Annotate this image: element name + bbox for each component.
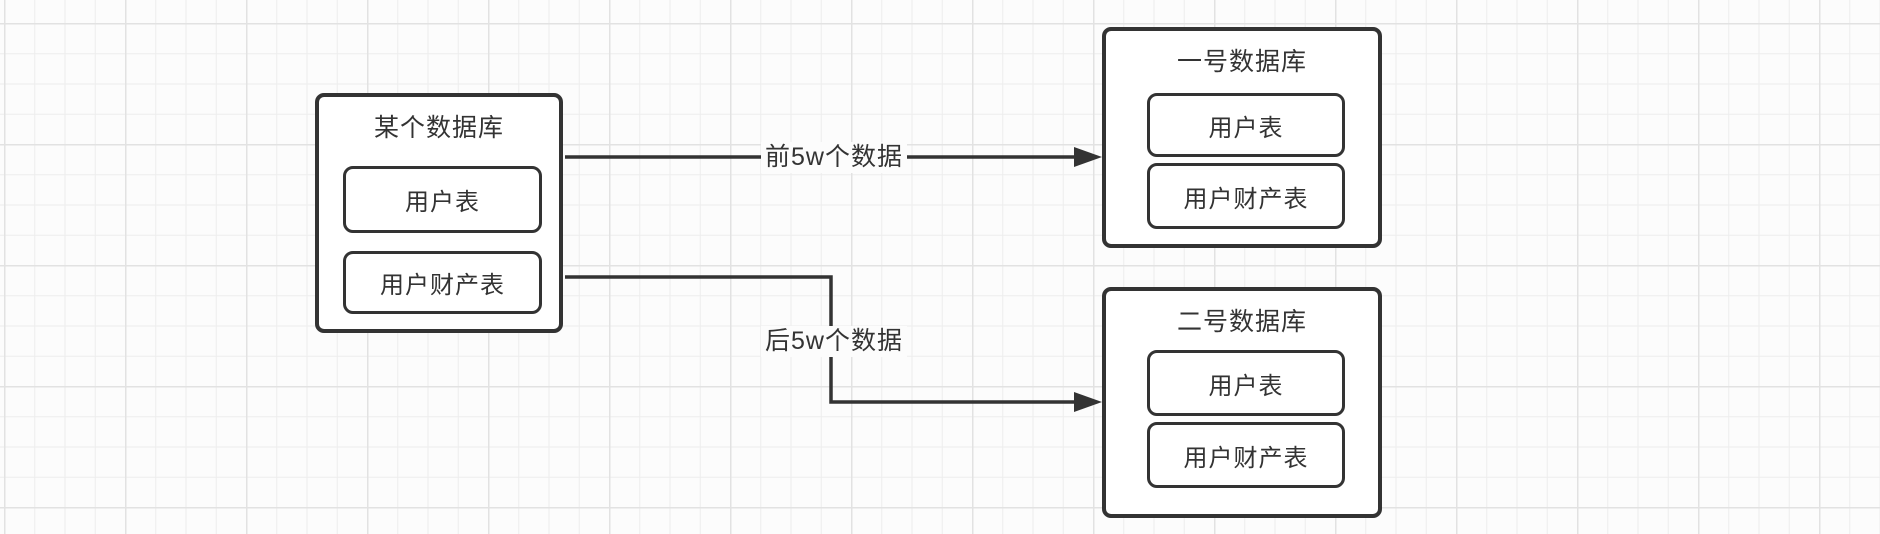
table-box-user-assets[interactable]: 用户财产表 [1147,163,1345,229]
arrowhead-icon[interactable] [1074,392,1102,412]
table-box-users[interactable]: 用户表 [1147,93,1345,157]
node-db2[interactable]: 二号数据库 用户表 用户财产表 [1102,287,1382,518]
edge-label-back-5w[interactable]: 后5w个数据 [761,326,907,357]
node-db1[interactable]: 一号数据库 用户表 用户财产表 [1102,27,1382,248]
table-box-user-assets[interactable]: 用户财产表 [343,251,542,314]
node-source-db[interactable]: 某个数据库 用户表 用户财产表 [315,93,563,333]
node-title: 一号数据库 [1176,48,1307,76]
table-box-user-assets[interactable]: 用户财产表 [1147,422,1345,488]
node-title: 某个数据库 [373,114,504,142]
arrowhead-icon[interactable] [1074,147,1102,167]
node-title: 二号数据库 [1176,308,1307,336]
edge-label-front-5w[interactable]: 前5w个数据 [761,142,907,173]
table-box-users[interactable]: 用户表 [1147,350,1345,416]
table-box-users[interactable]: 用户表 [343,166,542,233]
